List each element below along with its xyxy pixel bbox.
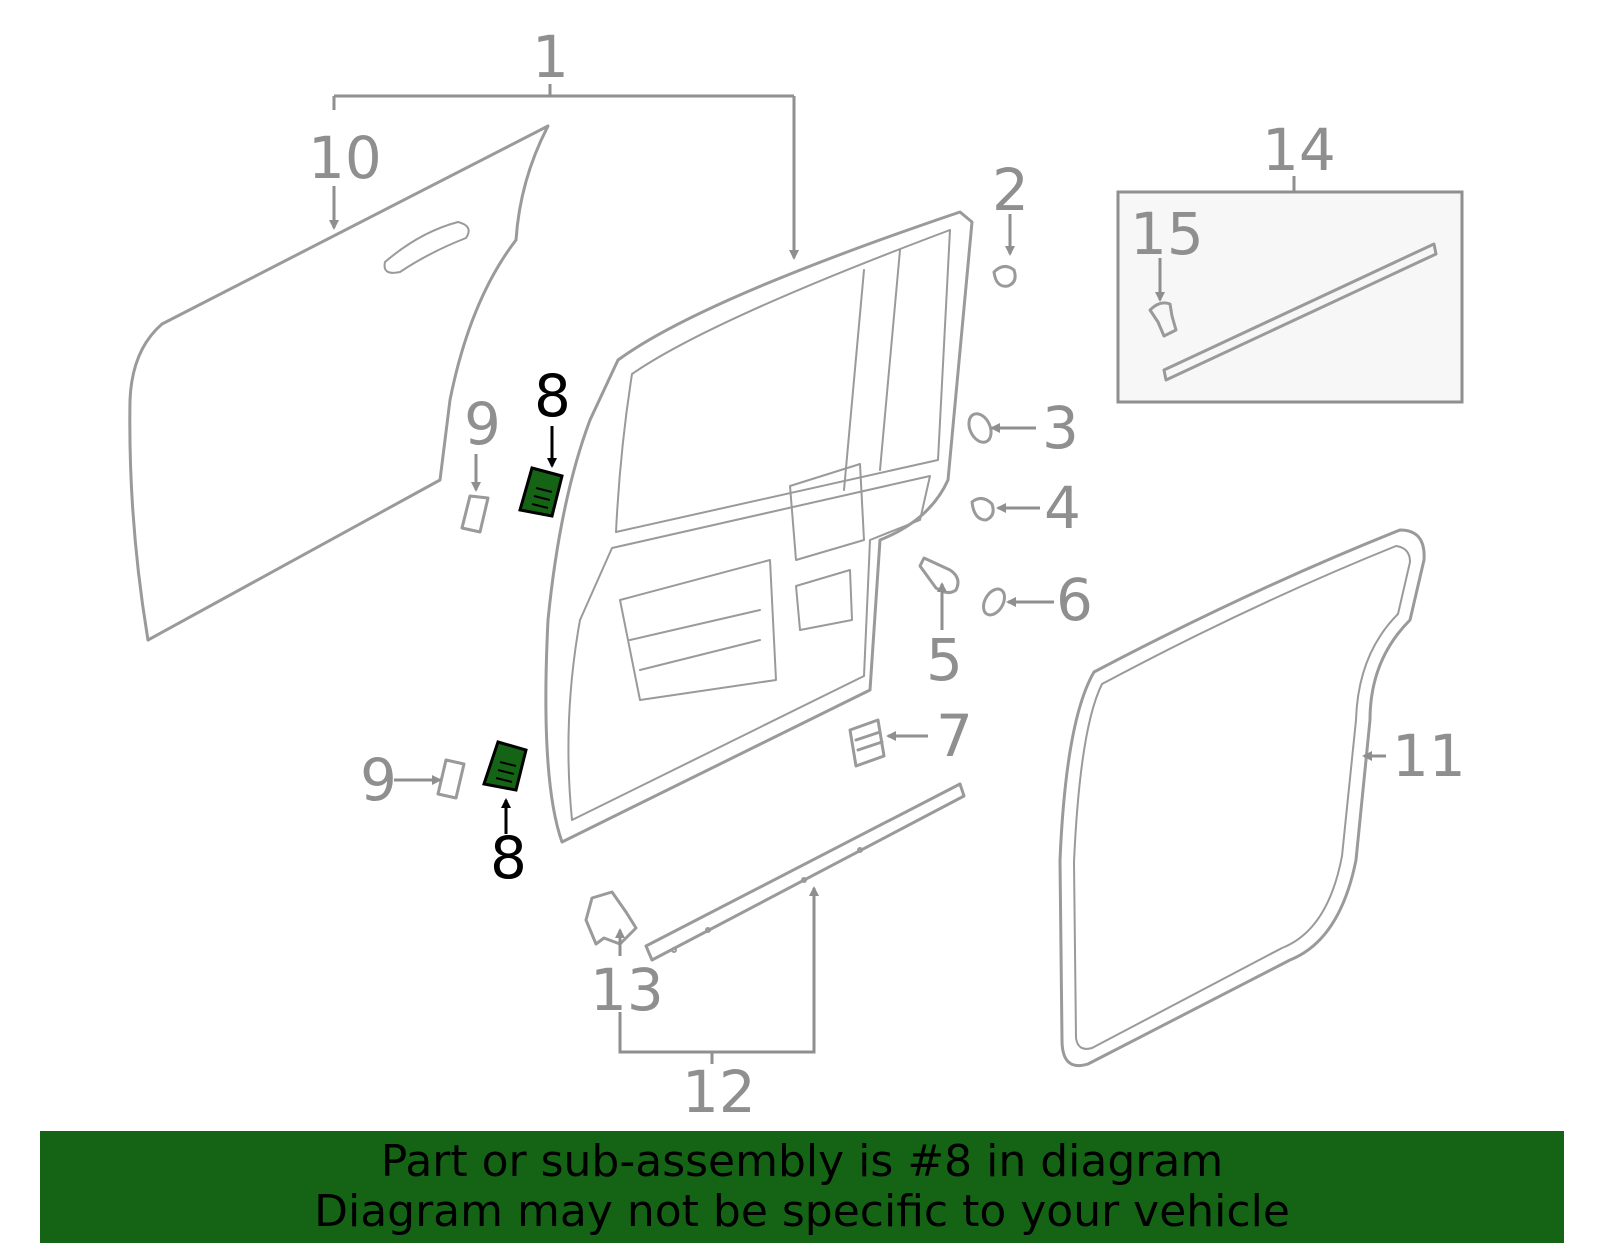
callout-9-upper: 9: [464, 390, 501, 458]
part-11-weatherstrip: [1058, 528, 1426, 1067]
callout-12: 12: [682, 1058, 756, 1126]
callout-10: 10: [308, 124, 382, 192]
part-9-upper-pad: [460, 494, 490, 534]
banner-line-1: Part or sub-assembly is #8 in diagram: [380, 1136, 1224, 1187]
callout-1: 1: [532, 23, 569, 91]
part-4-grommet: [970, 497, 995, 522]
part-7-striker: [848, 718, 886, 768]
callout-2: 2: [992, 156, 1029, 224]
callout-7: 7: [936, 702, 973, 770]
part-5-bumper: [918, 556, 960, 595]
callout-9-lower: 9: [360, 746, 397, 814]
callout-4: 4: [1044, 474, 1081, 542]
info-banner: Part or sub-assembly is #8 in diagram Di…: [40, 1131, 1564, 1243]
part-3-plug: [967, 412, 993, 444]
part-8-upper-highlighted: [518, 466, 564, 518]
callout-15: 15: [1130, 200, 1204, 268]
part-2-clip: [992, 265, 1017, 288]
leader-lines: [329, 84, 1386, 1064]
part-14-detail-box: [1116, 190, 1464, 404]
callout-8-upper: 8: [534, 362, 571, 430]
callout-3: 3: [1042, 394, 1079, 462]
callout-11: 11: [1392, 722, 1466, 790]
part-6-plug: [982, 587, 1006, 617]
door-outer-panel: [128, 124, 550, 642]
callout-6: 6: [1056, 566, 1093, 634]
callout-5: 5: [926, 626, 963, 694]
part-12-molding: [644, 782, 966, 962]
callout-14: 14: [1262, 116, 1336, 184]
part-15-clip: [1148, 301, 1178, 338]
callout-13: 13: [590, 956, 664, 1024]
callout-8-lower: 8: [490, 824, 527, 892]
banner-line-2: Diagram may not be specific to your vehi…: [314, 1186, 1290, 1237]
door-inner-frame: [544, 210, 974, 844]
part-8-lower-highlighted: [482, 740, 528, 792]
part-9-lower-pad: [436, 758, 466, 800]
part-13-bracket: [584, 890, 638, 946]
